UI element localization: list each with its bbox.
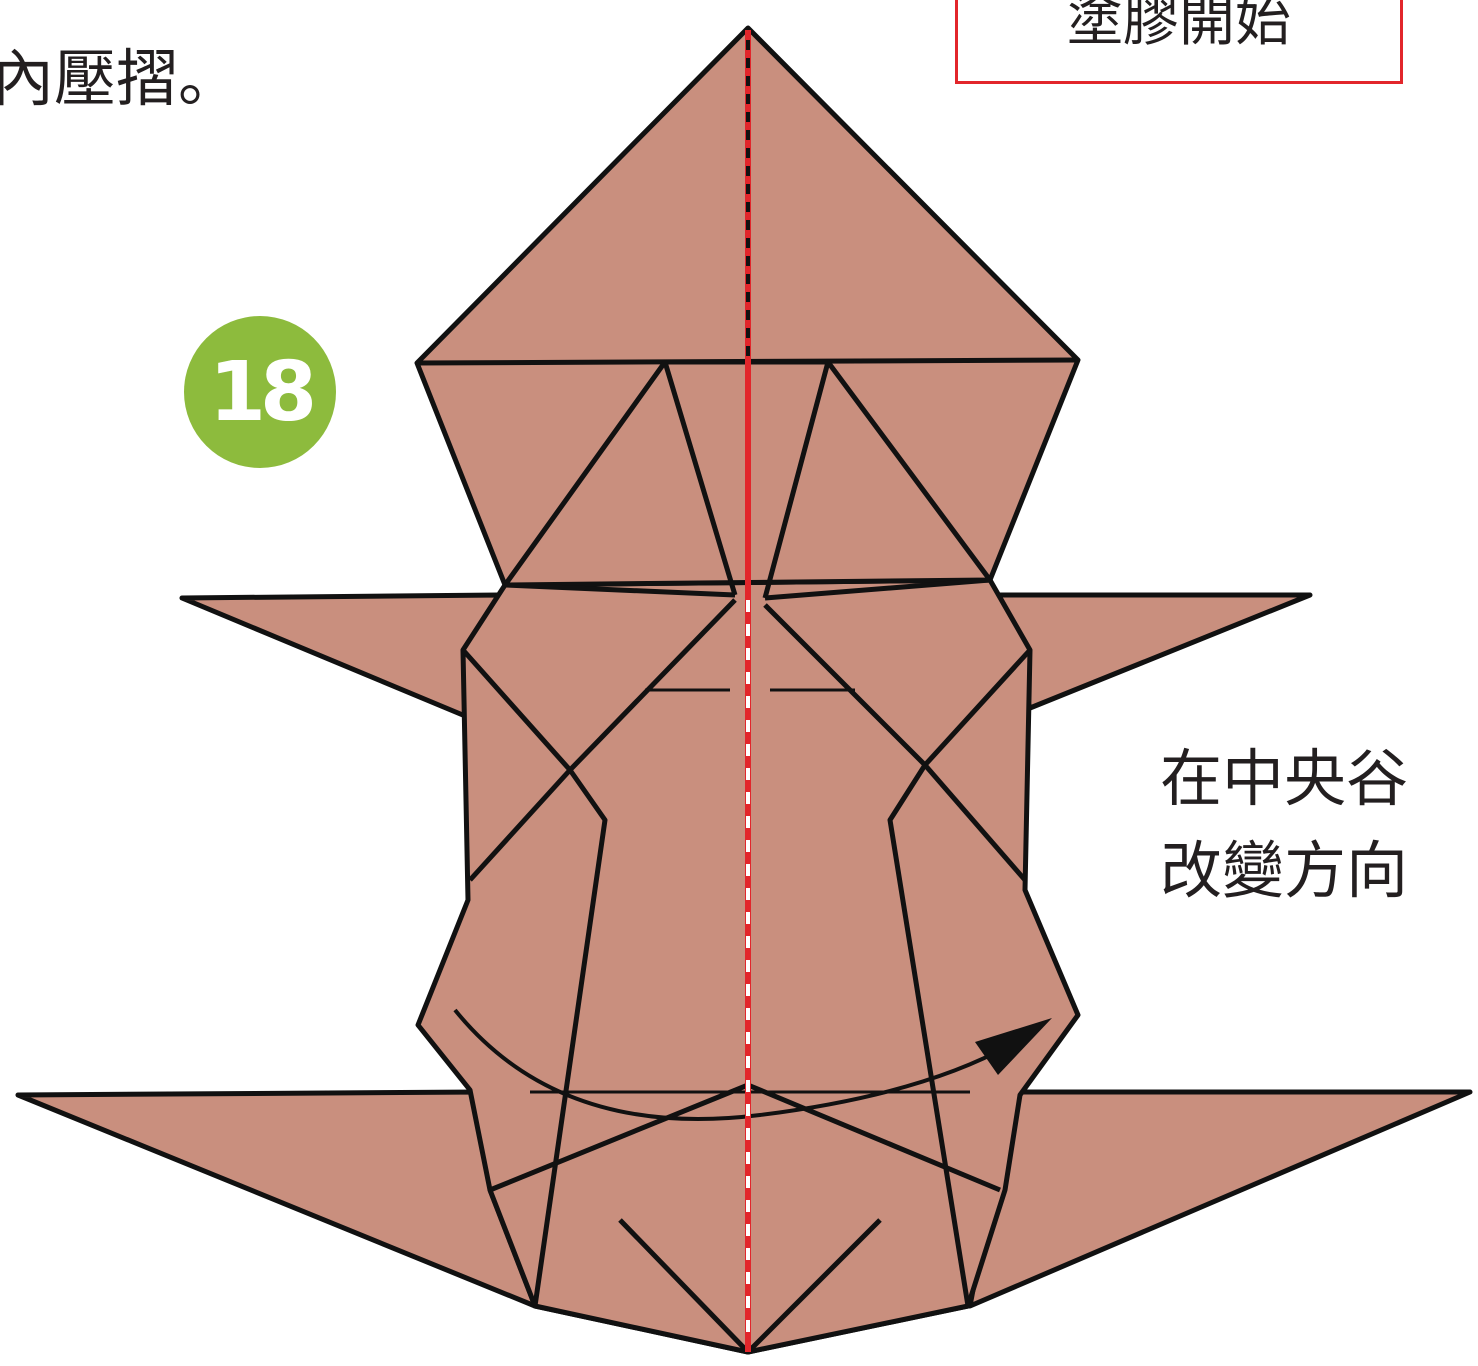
- lower-left-leg: [15, 1089, 538, 1309]
- step-number-badge: 18: [184, 316, 336, 468]
- top-instruction-text: 內壓摺。: [0, 42, 241, 115]
- label-box-text: 塗膠開始: [1067, 0, 1291, 54]
- side-instruction-line2: 改變方向: [1160, 834, 1409, 907]
- step-number: 18: [208, 344, 317, 440]
- label-box: 塗膠開始: [955, 0, 1403, 84]
- upper-left-leg: [179, 592, 503, 721]
- lower-right-leg: [967, 1089, 1473, 1309]
- upper-right-leg: [987, 592, 1313, 711]
- arrow-head: [975, 1018, 1052, 1075]
- curved-arrow: [453, 1008, 1011, 1122]
- side-instruction-line1: 在中央谷: [1160, 742, 1409, 815]
